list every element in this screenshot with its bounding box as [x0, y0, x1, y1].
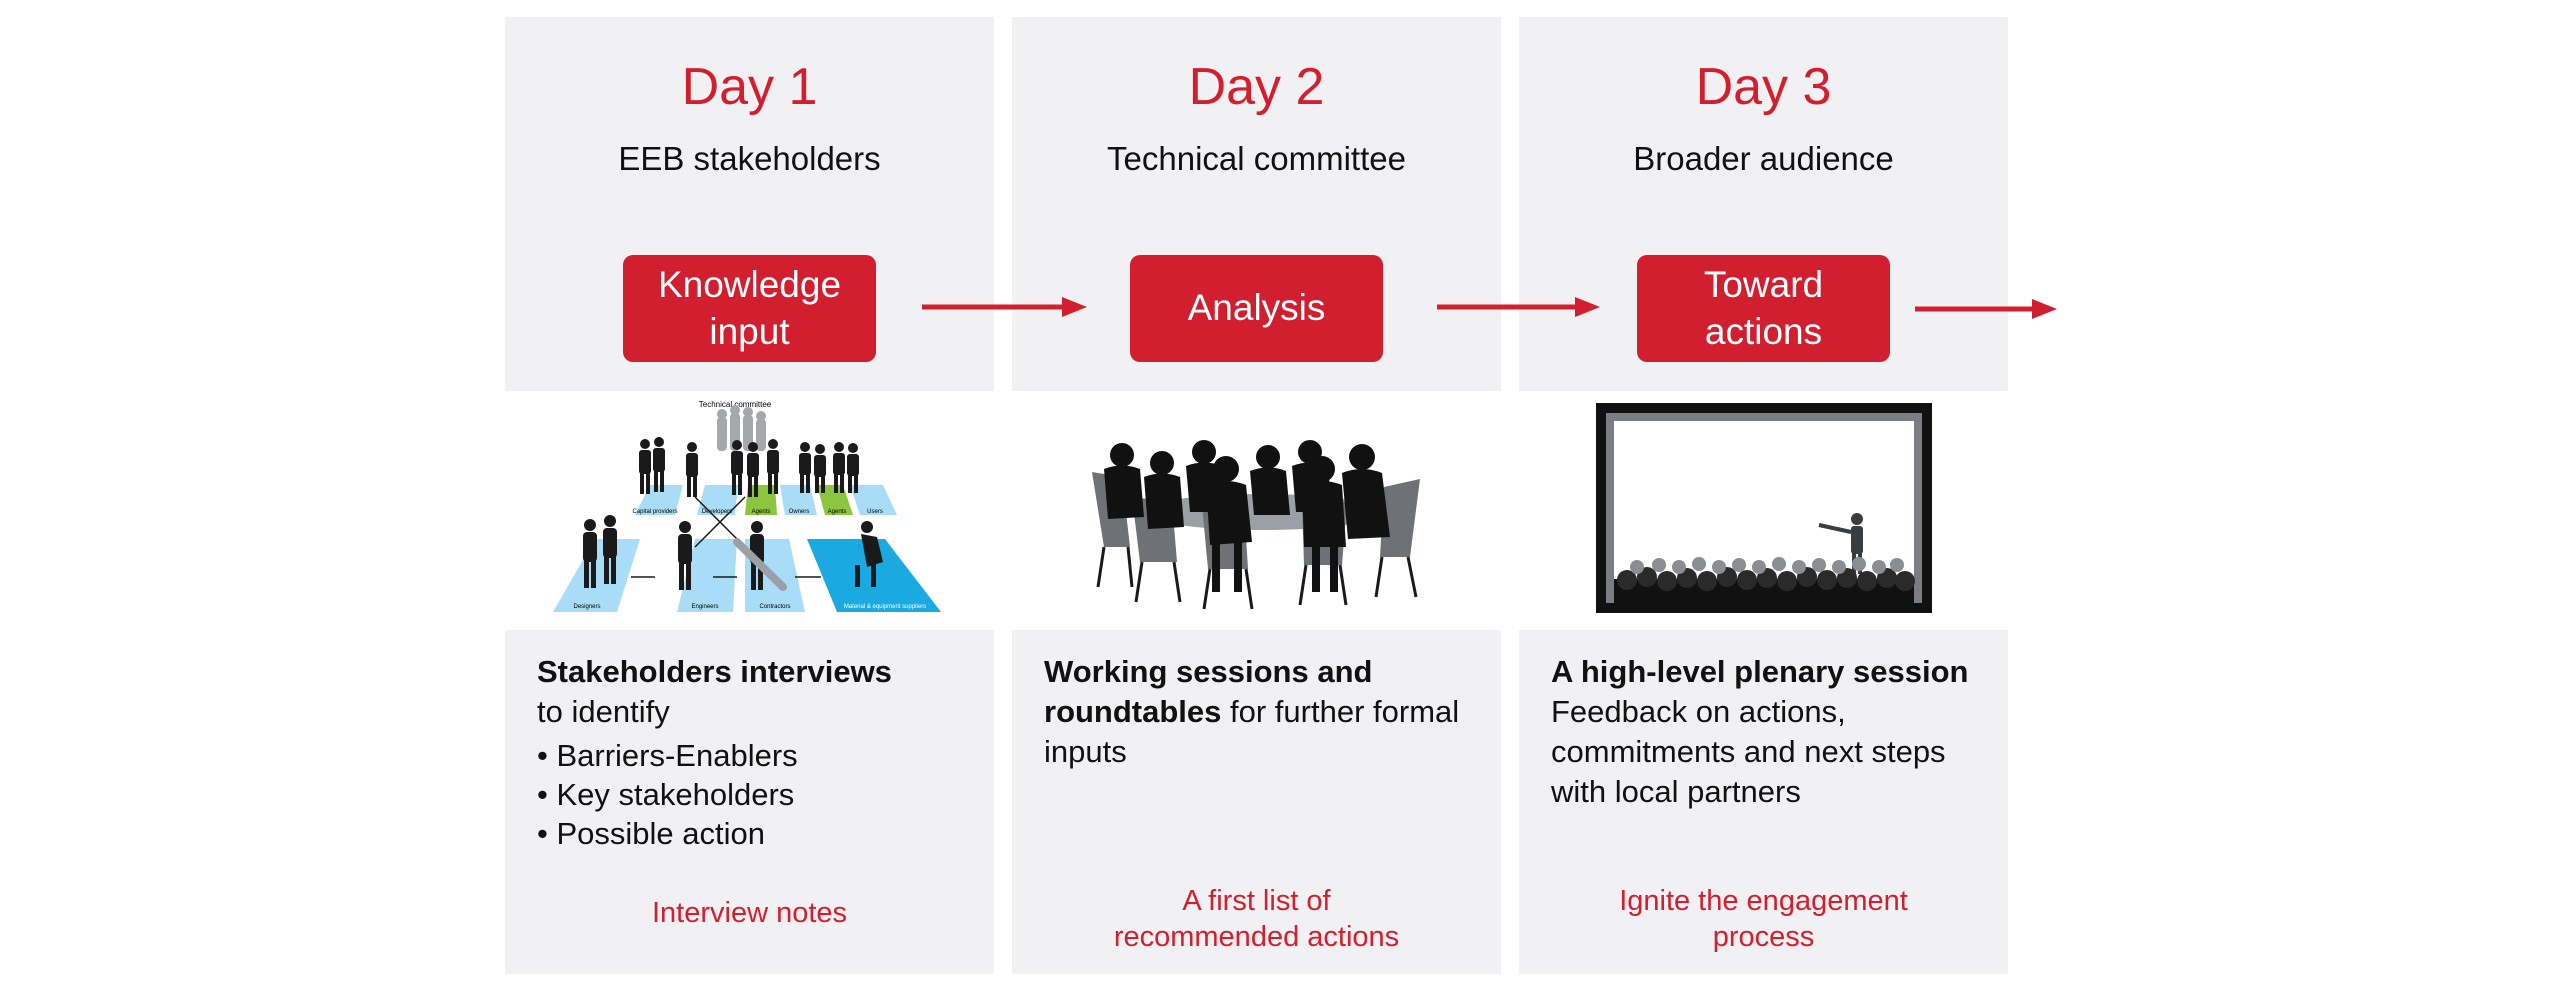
day-1-description-panel: Stakeholders interviews to identify • Ba…	[505, 630, 994, 974]
day-2-description-panel: Working sessions and roundtables for fur…	[1012, 630, 1501, 974]
outcome-line: Ignite the engagement	[1619, 885, 1908, 917]
day-2-audience: Technical committee	[1107, 140, 1406, 177]
flow-arrow-3	[1915, 299, 2057, 319]
illustration-title: Technical committee	[699, 400, 772, 409]
stage-toward-actions: Toward actions	[1637, 255, 1890, 362]
day-3-outcome: Ignite the engagement process	[1519, 883, 2008, 955]
day-3-header-panel: Day 3 Broader audience Toward actions	[1519, 17, 2008, 391]
stage-analysis: Analysis	[1130, 255, 1383, 362]
outcome-line: A first list of	[1182, 885, 1331, 917]
day-3-audience: Broader audience	[1633, 140, 1894, 177]
stage-label-line: Toward	[1703, 264, 1824, 306]
stage-label-line: Analysis	[1187, 287, 1326, 329]
description-rest: for further formal inputs	[1044, 694, 1460, 769]
description-rest: Feedback on actions, commitments and nex…	[1551, 694, 1946, 809]
outcome-line: process	[1712, 921, 1815, 953]
stakeholder-map-illustration: Technical committee Capital providers De…	[505, 397, 994, 622]
tile-label: Users	[867, 509, 883, 515]
day-1-audience: EEB stakeholders	[618, 140, 881, 177]
stage-label-line: Knowledge	[657, 264, 842, 306]
day-1-header-panel: Day 1 EEB stakeholders Knowledge input	[505, 17, 994, 391]
stage-label-line: input	[709, 310, 790, 352]
description-bold: Stakeholders interviews	[537, 654, 892, 689]
day-2-header-panel: Day 2 Technical committee Analysis	[1012, 17, 1501, 391]
stage-knowledge-input: Knowledge input	[623, 255, 876, 362]
day-1-outcome: Interview notes	[505, 895, 994, 931]
day-1-title: Day 1	[681, 58, 818, 116]
description-rest: to identify	[537, 694, 670, 729]
tile-label: Capital providers	[632, 509, 677, 515]
day-3-description: A high-level plenary session Feedback on…	[1551, 652, 1988, 812]
description-bold: A high-level plenary session	[1551, 654, 1969, 689]
tile-label: Owners	[789, 509, 810, 515]
bullet-list: • Barriers-Enablers • Key stakeholders •…	[537, 736, 974, 853]
flow-arrow-2	[1437, 297, 1600, 317]
day-2-description: Working sessions and roundtables for fur…	[1044, 652, 1461, 772]
outcome-line: Interview notes	[651, 897, 848, 929]
day-2-outcome: A first list of recommended actions	[1012, 883, 1501, 955]
description-bold: Working sessions and roundtables	[1044, 654, 1373, 729]
flow-arrow-1	[922, 297, 1087, 317]
tile-label: Agents	[828, 509, 847, 515]
bullet-item: • Possible action	[537, 816, 765, 851]
bullet-item: • Barriers-Enablers	[537, 738, 798, 773]
day-2-title: Day 2	[1188, 58, 1325, 116]
stage-label-line: actions	[1704, 310, 1823, 352]
outcome-line: recommended actions	[1113, 921, 1400, 953]
tile-label: Designers	[573, 604, 600, 610]
day-3-title: Day 3	[1695, 58, 1832, 116]
tile-label: Engineers	[691, 604, 718, 610]
day-1-description: Stakeholders interviews to identify • Ba…	[537, 652, 974, 853]
plenary-session-illustration	[1519, 397, 2008, 622]
bullet-item: • Key stakeholders	[537, 777, 795, 812]
tile-label: Contractors	[759, 604, 790, 610]
tile-label: Agents	[752, 509, 771, 515]
tile-label: Material & equipment suppliers	[844, 604, 926, 610]
day-3-description-panel: A high-level plenary session Feedback on…	[1519, 630, 2008, 974]
roundtable-illustration	[1012, 397, 1501, 622]
tile-label: Developers	[702, 509, 732, 515]
